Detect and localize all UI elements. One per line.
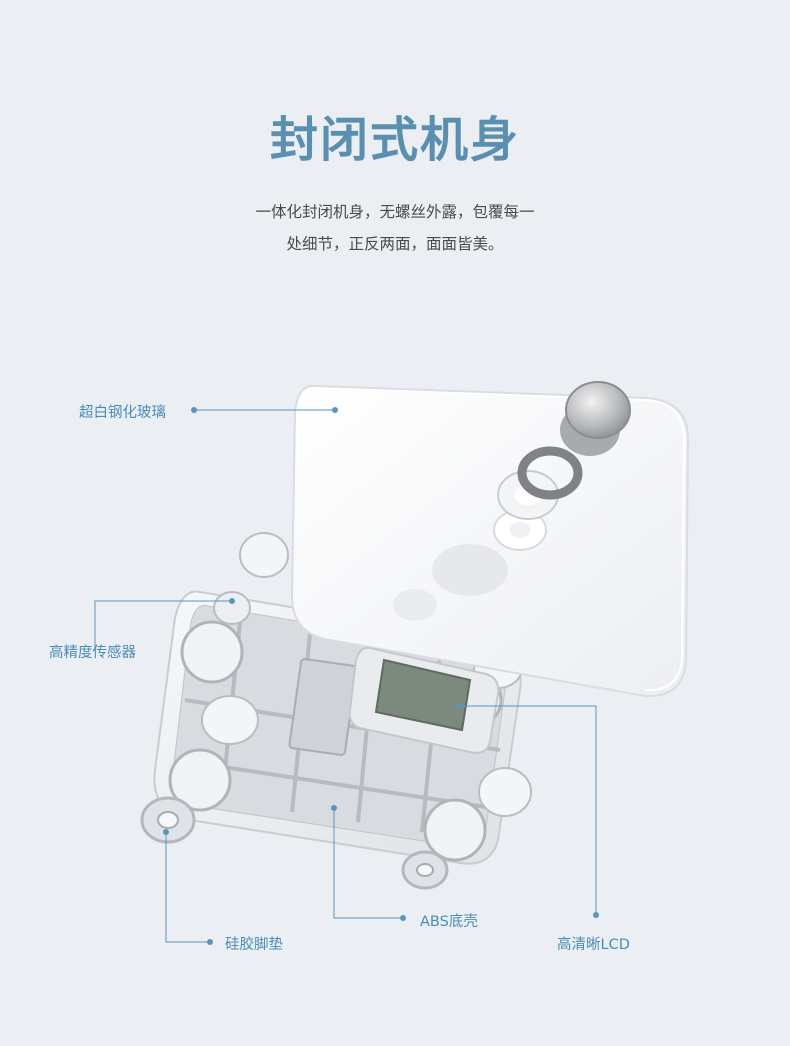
silicone-feet [140,796,449,890]
callout-feet-label: 硅胶脚垫 [225,937,283,953]
description-line-2: 处细节，正反两面，面面皆美。 [286,235,504,253]
knob-assembly [493,381,631,551]
callout-lines [94,409,597,943]
callout-shell-label: ABS底壳 [420,914,478,930]
callout-dots [163,407,599,945]
callout-lcd-label: 高清晰LCD [557,937,630,953]
tempered-glass-panel [290,384,690,698]
lcd-module [348,646,500,754]
description: 一体化封闭机身，无螺丝外露，包覆每一 处细节，正反两面，面面皆美。 [0,196,790,260]
description-line-1: 一体化封闭机身，无螺丝外露，包覆每一 [255,203,535,221]
callout-glass-label: 超白钢化玻璃 [79,405,166,421]
page-title: 封闭式机身 [269,112,520,168]
callout-sensor-label: 高精度传感器 [49,645,136,661]
